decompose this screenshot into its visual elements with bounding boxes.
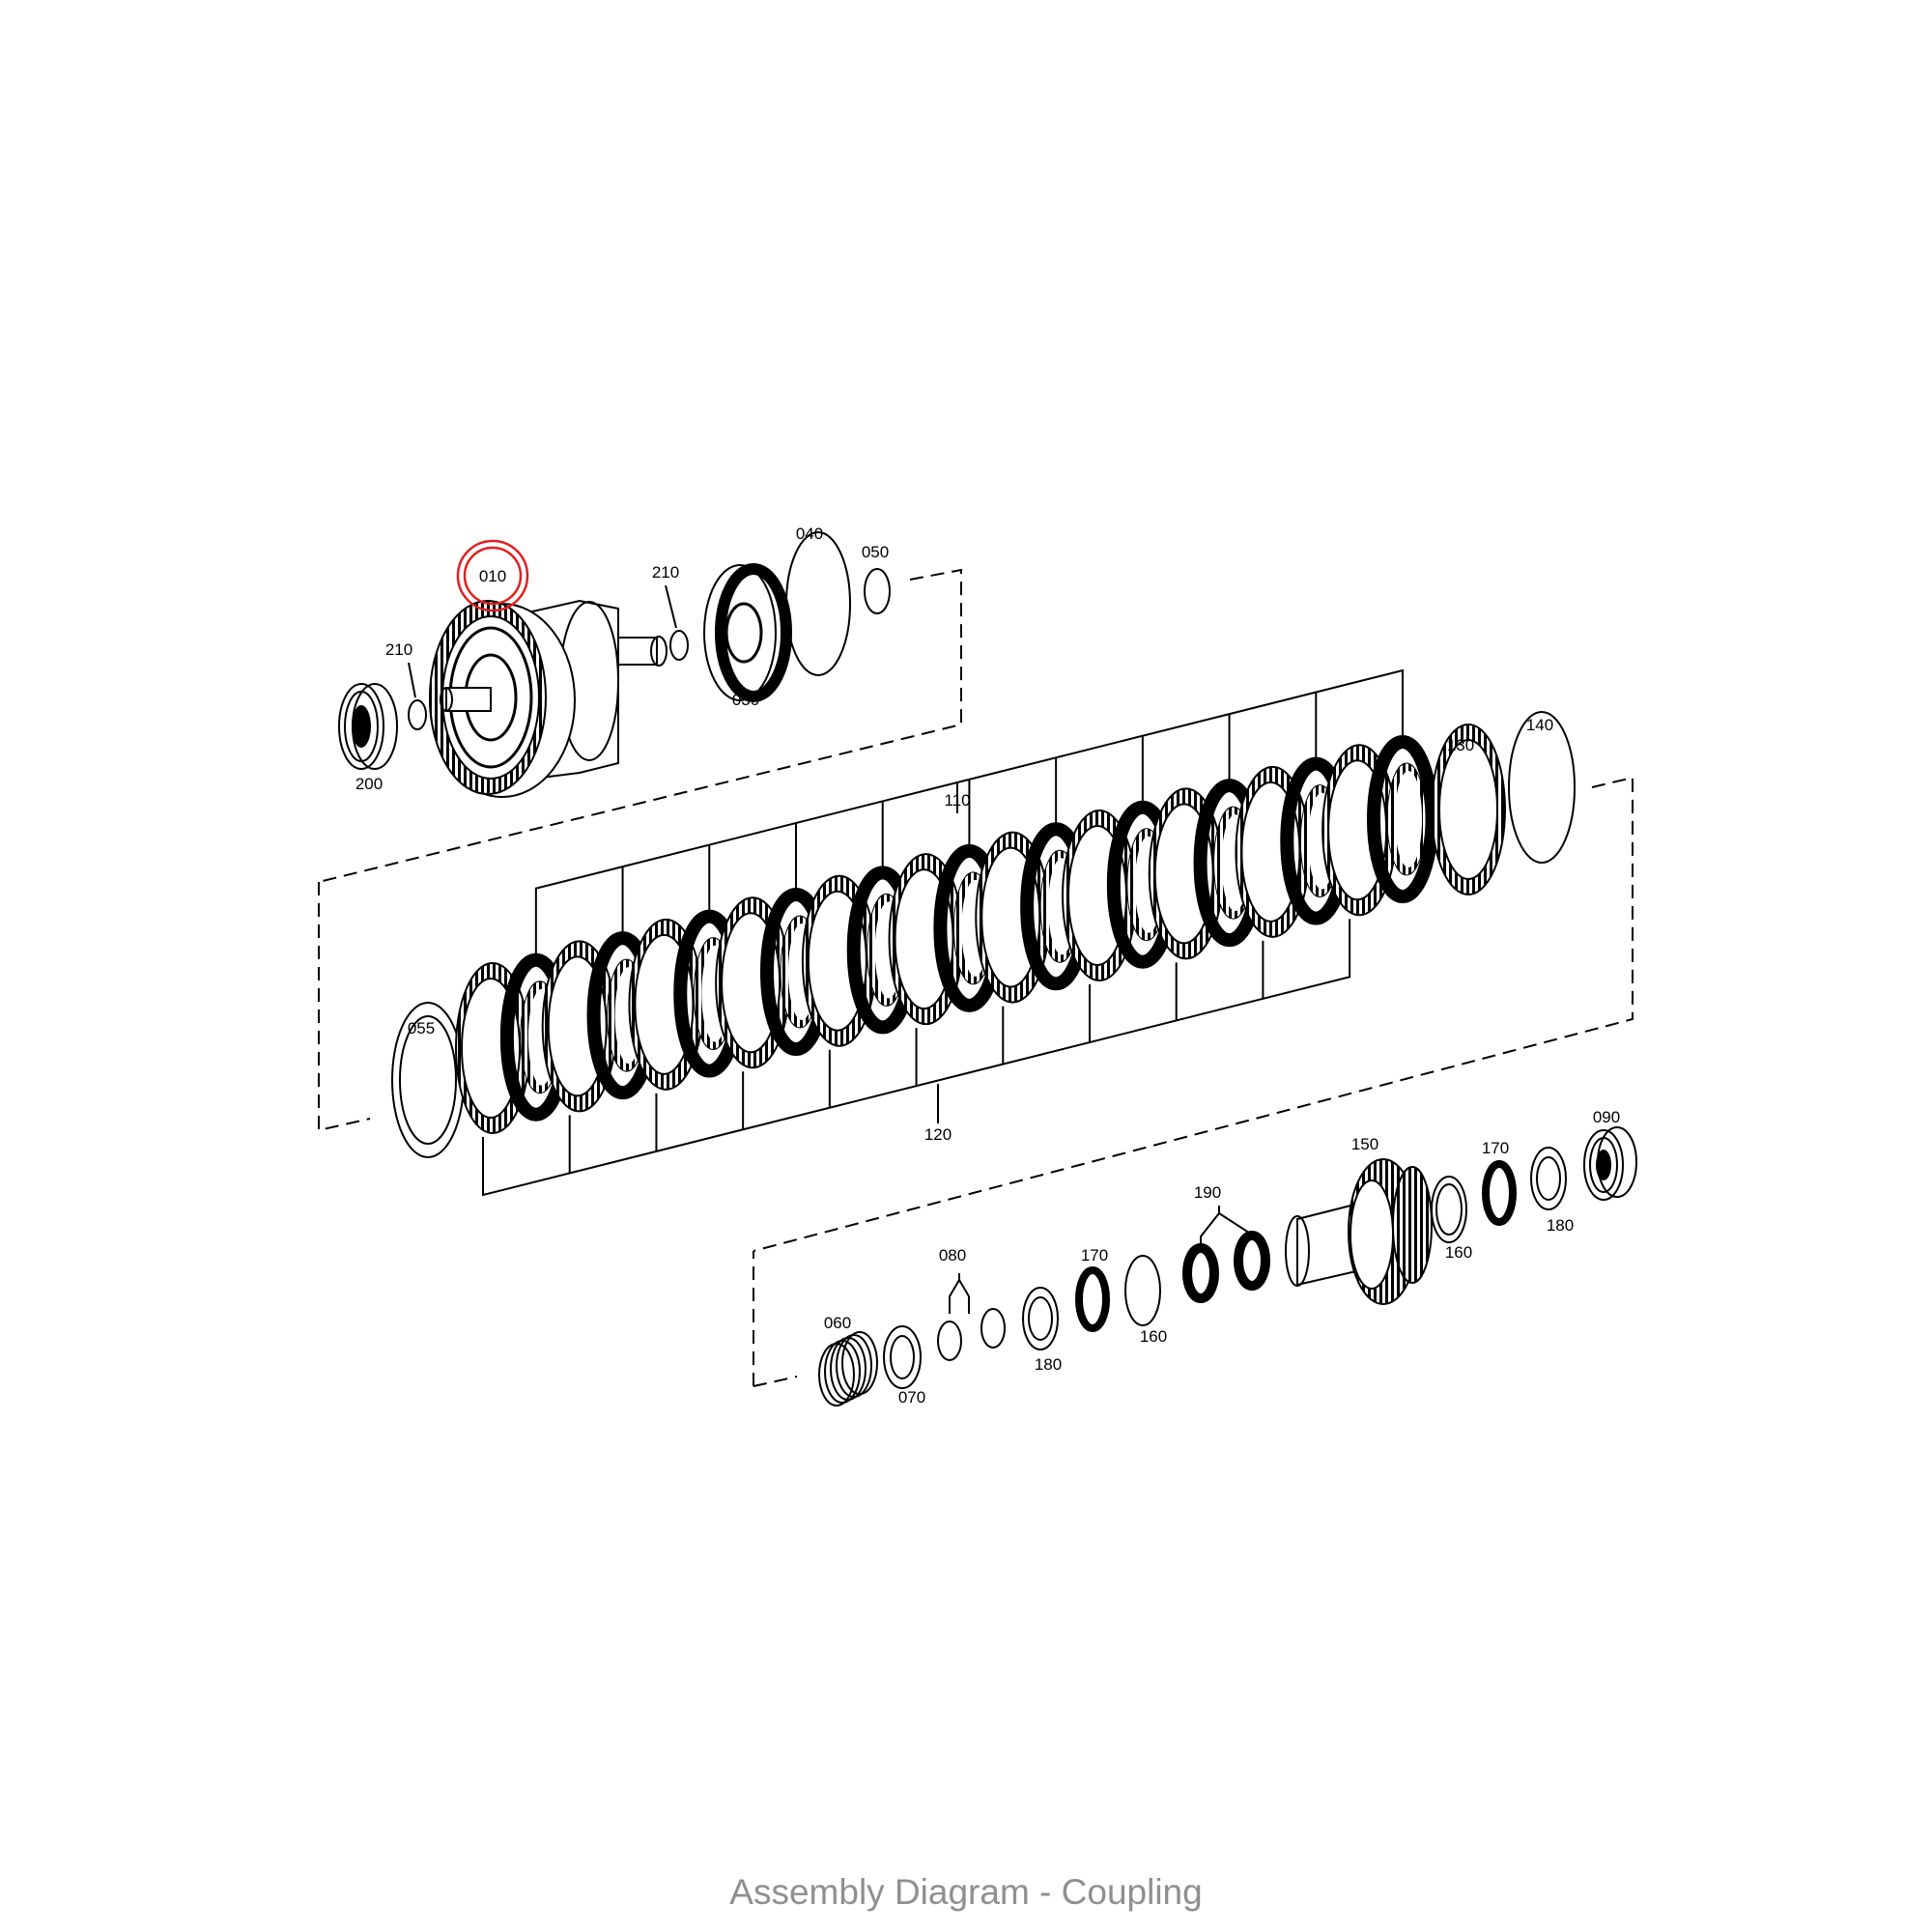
label-040[interactable]: 040 bbox=[796, 525, 823, 543]
disc-070[interactable] bbox=[883, 1325, 922, 1389]
clutch-disc-pack bbox=[455, 735, 1438, 1134]
piston-030[interactable] bbox=[703, 563, 792, 702]
label-190[interactable]: 190 bbox=[1194, 1183, 1221, 1202]
bearing-090[interactable] bbox=[1583, 1126, 1637, 1201]
gear-010[interactable] bbox=[429, 599, 668, 798]
bushing-190[interactable] bbox=[1182, 1206, 1270, 1303]
leader-comb-110 bbox=[534, 668, 1404, 956]
label-150[interactable]: 150 bbox=[1351, 1135, 1378, 1153]
label-170-right[interactable]: 170 bbox=[1482, 1139, 1509, 1157]
washer-160-left[interactable] bbox=[1124, 1255, 1161, 1326]
ring-170-left[interactable] bbox=[1075, 1266, 1110, 1332]
label-140[interactable]: 140 bbox=[1526, 716, 1553, 734]
gear-150[interactable] bbox=[1285, 1158, 1433, 1305]
label-110[interactable]: 110 bbox=[944, 791, 970, 810]
highlight-ring-010 bbox=[456, 539, 529, 612]
friction-disc-110[interactable] bbox=[1367, 735, 1438, 903]
end-plate-130[interactable] bbox=[1431, 724, 1506, 895]
spring-060[interactable] bbox=[818, 1331, 878, 1406]
label-120[interactable]: 120 bbox=[924, 1125, 952, 1144]
label-210-right[interactable]: 210 bbox=[652, 563, 679, 582]
label-010[interactable]: 010 bbox=[479, 567, 506, 585]
ring-170-right[interactable] bbox=[1482, 1160, 1517, 1226]
dashed-boundary-top bbox=[318, 568, 962, 883]
washer-180-left[interactable] bbox=[1022, 1287, 1059, 1350]
label-130[interactable]: 130 bbox=[1447, 736, 1474, 754]
label-180-right[interactable]: 180 bbox=[1547, 1216, 1574, 1235]
label-070[interactable]: 070 bbox=[898, 1388, 925, 1406]
label-080[interactable]: 080 bbox=[939, 1246, 966, 1264]
ring-210-left[interactable] bbox=[408, 699, 427, 730]
ring-210-right[interactable] bbox=[669, 630, 689, 661]
label-055[interactable]: 055 bbox=[408, 1019, 435, 1037]
washer-180-right[interactable] bbox=[1530, 1147, 1567, 1210]
label-170-left[interactable]: 170 bbox=[1081, 1246, 1108, 1264]
snap-ring-080[interactable] bbox=[937, 1273, 1006, 1361]
leader-comb-120 bbox=[482, 919, 1351, 1197]
bearing-200[interactable] bbox=[338, 683, 398, 770]
label-160-left[interactable]: 160 bbox=[1140, 1327, 1167, 1346]
washer-160-right[interactable] bbox=[1431, 1176, 1467, 1243]
label-160-right[interactable]: 160 bbox=[1445, 1243, 1472, 1262]
label-050[interactable]: 050 bbox=[862, 543, 889, 561]
diagram-caption: Assembly Diagram - Coupling bbox=[729, 1872, 1203, 1912]
label-030[interactable]: 030 bbox=[732, 691, 759, 709]
label-200[interactable]: 200 bbox=[355, 775, 383, 793]
seal-ring-040[interactable] bbox=[785, 531, 851, 676]
snap-ring-140[interactable] bbox=[1508, 711, 1576, 864]
seal-ring-050[interactable] bbox=[864, 568, 891, 614]
label-180-left[interactable]: 180 bbox=[1035, 1355, 1062, 1374]
label-090[interactable]: 090 bbox=[1593, 1108, 1620, 1126]
dashed-boundary-left bbox=[318, 882, 371, 1132]
label-060[interactable]: 060 bbox=[824, 1314, 851, 1332]
highlight-ring-010-inner bbox=[463, 546, 523, 606]
label-210-left[interactable]: 210 bbox=[385, 640, 412, 659]
